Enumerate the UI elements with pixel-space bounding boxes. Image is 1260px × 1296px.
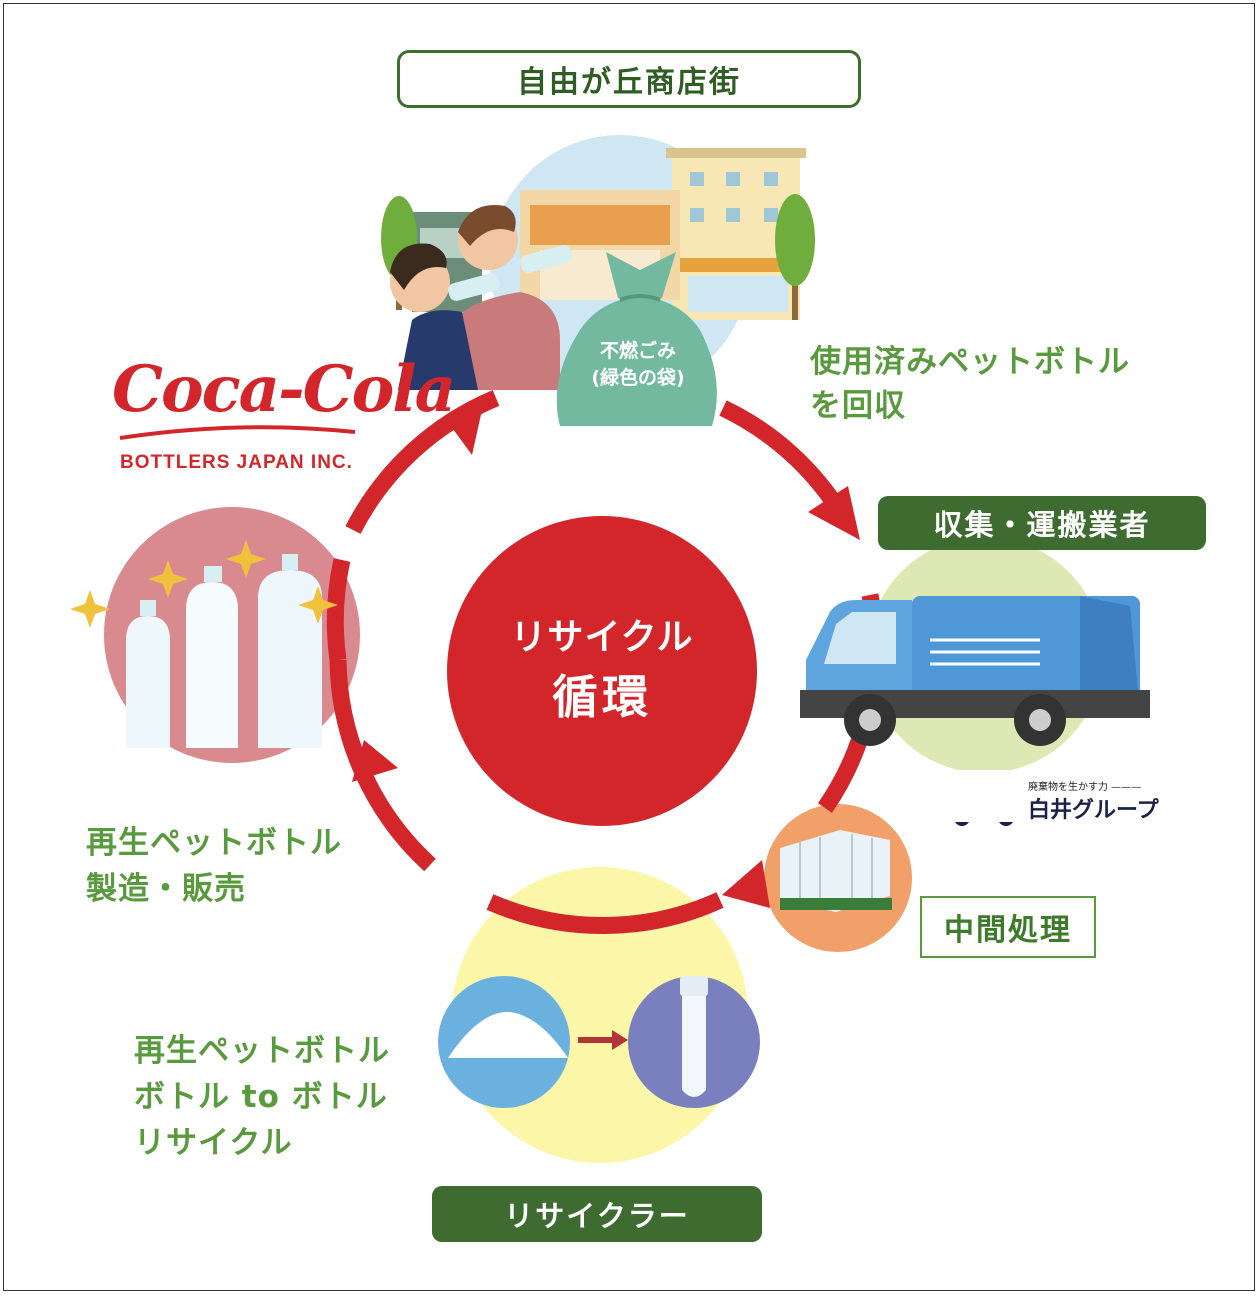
manufacture-step-text: 再生ペットボトル 製造・販売 xyxy=(86,820,342,912)
arrow-head-manufacture xyxy=(352,740,398,782)
shotengai-label: 自由が丘商店街 xyxy=(397,50,861,108)
shirai-tagline: 廃棄物を生かす力 ——— xyxy=(1028,782,1142,793)
collect-line-1: 使用済みペットボトル xyxy=(810,344,1130,380)
collector-label: 収集・運搬業者 xyxy=(878,496,1206,550)
recycle-line-3: リサイクル xyxy=(134,1125,293,1161)
shirai-name: 白井グループ xyxy=(1028,798,1159,823)
green-bag-icon xyxy=(556,252,717,426)
pet-bottles-icon xyxy=(126,554,322,748)
arrow-head-collect xyxy=(808,486,860,540)
recycler-label: リサイクラー xyxy=(432,1186,762,1242)
bag-label-line-1: 不燃ごみ xyxy=(599,340,676,362)
garbage-truck-icon xyxy=(800,596,1150,746)
recycling-materials xyxy=(438,976,760,1108)
collect-line-2: を回収 xyxy=(810,388,906,424)
logo-swoosh xyxy=(119,425,356,440)
collect-step-text: 使用済みペットボトル を回収 xyxy=(810,340,1130,428)
sparkle-icons xyxy=(70,540,338,628)
recycle-step-text: 再生ペットボトル ボトル to ボトル リサイクル xyxy=(134,1028,390,1166)
manufacture-line-2: 製造・販売 xyxy=(86,871,246,907)
arrow-head-consumer xyxy=(445,410,482,455)
recycle-line-2: ボトル to ボトル xyxy=(134,1079,388,1115)
frame-border xyxy=(3,3,1255,1291)
bag-label: 不燃ごみ (緑色の袋) xyxy=(568,338,708,392)
bag-label-line-2: (緑色の袋) xyxy=(591,367,685,389)
shirai-logo: 廃棄物を生かす力 ——— 白井グループ xyxy=(932,770,1164,823)
people-drinking xyxy=(390,205,572,390)
intermediate-label: 中間処理 xyxy=(920,896,1096,958)
recycle-line-1: 再生ペットボトル xyxy=(134,1033,390,1069)
center-text-recycle: リサイクル xyxy=(510,617,694,658)
bale-icon xyxy=(780,830,892,912)
coca-cola-subtitle: BOTTLERS JAPAN INC. xyxy=(120,452,353,473)
manufacture-line-1: 再生ペットボトル xyxy=(86,825,342,861)
arrow-head-intermediate xyxy=(722,860,770,908)
coca-cola-logo: Coca-Cola xyxy=(112,352,456,427)
center-circle: リサイクル 循環 xyxy=(447,516,757,826)
center-text-cycle: 循環 xyxy=(552,670,652,724)
